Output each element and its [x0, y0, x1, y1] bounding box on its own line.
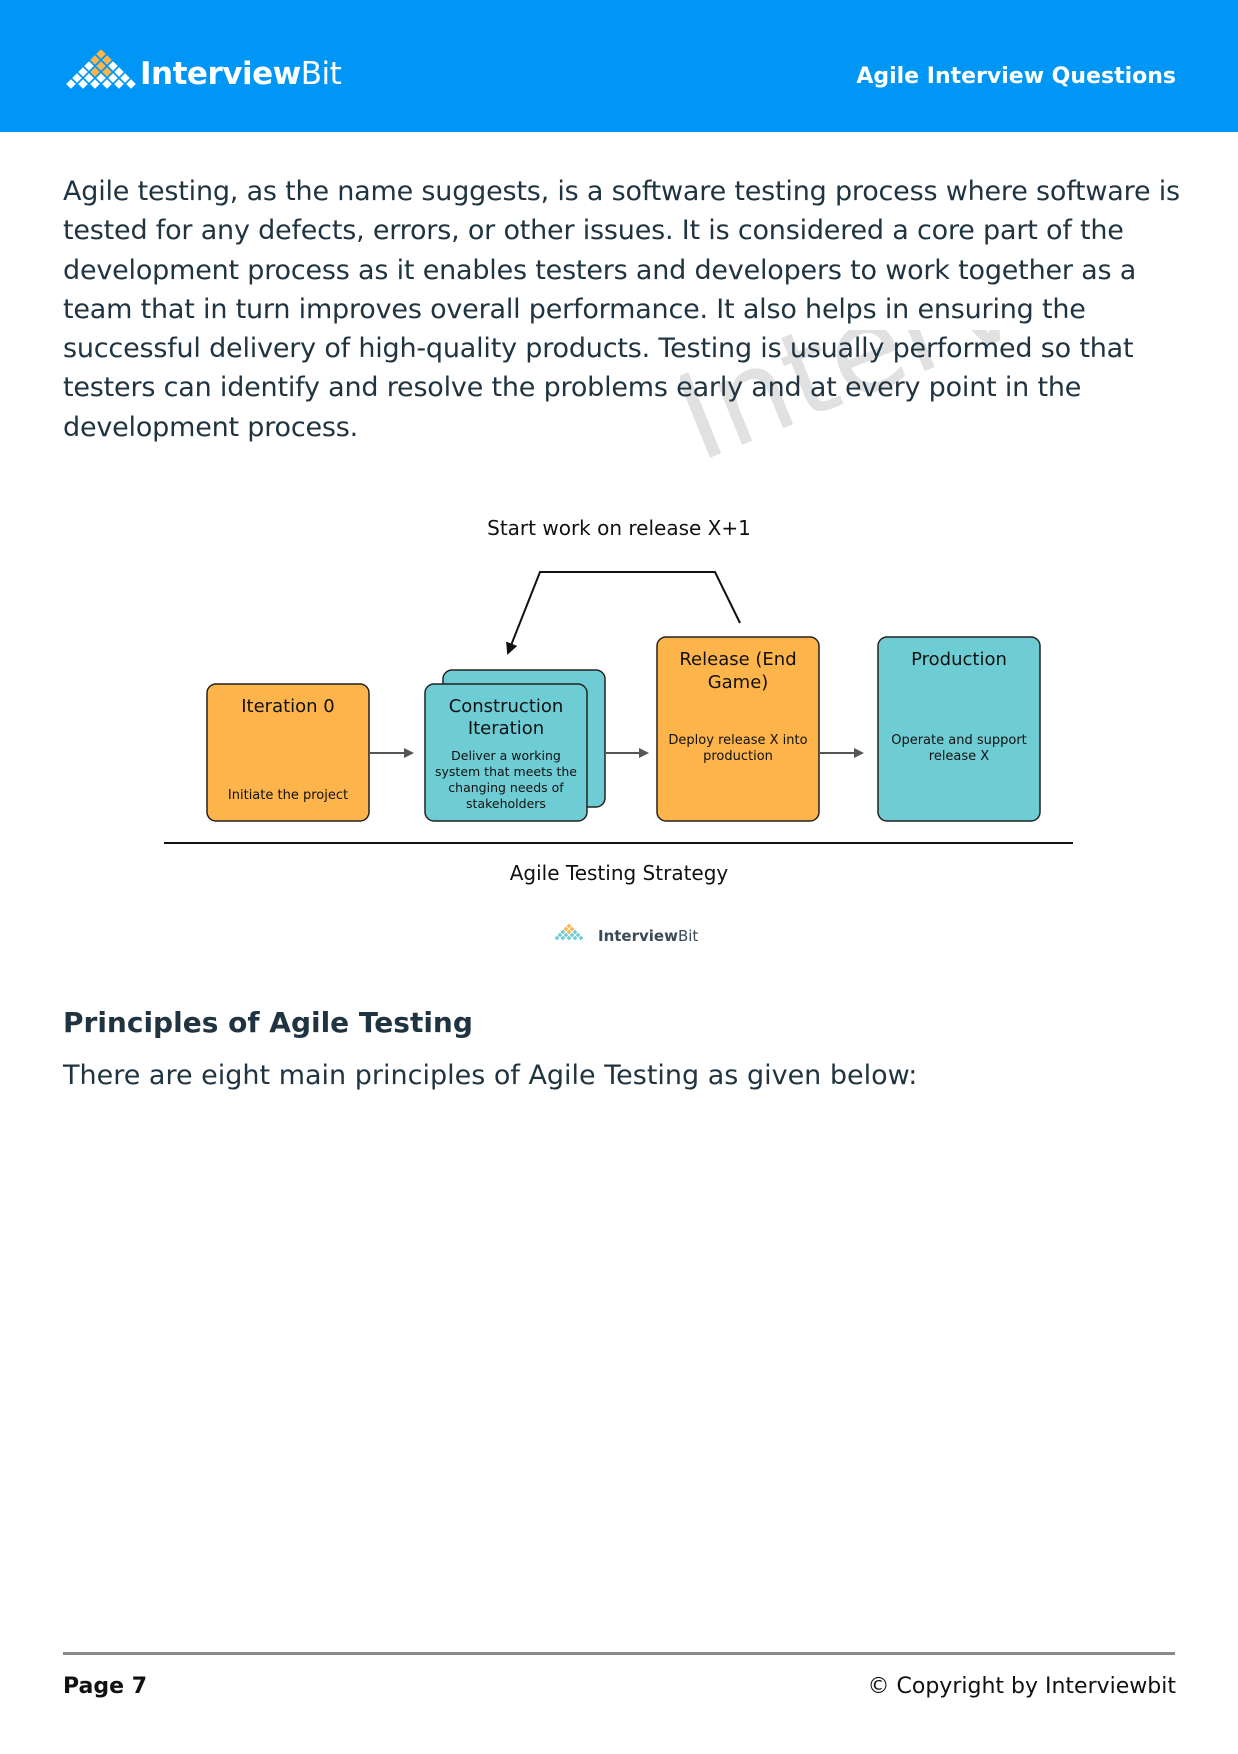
page-number: Page 7	[63, 1674, 148, 1699]
copyright-text: © Copyright by Interviewbit	[867, 1674, 1176, 1699]
loop-label: Start work on release X+1	[487, 516, 751, 540]
logo-wordmark: InterviewBit	[140, 56, 342, 92]
small-logo-text-bold: Interview	[598, 927, 678, 945]
box-description-line-2: release X	[929, 749, 990, 764]
logo-wordmark-light: Bit	[300, 56, 342, 92]
box-description: Deploy release X into	[668, 733, 807, 748]
header-title: Agile Interview Questions	[856, 64, 1176, 89]
small-logo-text-light: Bit	[678, 927, 698, 945]
intro-paragraph: Agile testing, as the name suggests, is …	[63, 176, 1180, 443]
box-title-line-2: Game)	[708, 672, 769, 693]
section-paragraph: There are eight main principles of Agile…	[63, 1060, 918, 1091]
box-title: Construction	[449, 696, 564, 717]
interviewbit-logo[interactable]: InterviewBit	[64, 47, 342, 100]
section-heading: Principles of Agile Testing	[63, 1006, 473, 1039]
diagram-box-release: Release (End Game) Deploy release X into…	[656, 636, 820, 822]
box-description: Deliver a working	[451, 748, 561, 763]
loop-arrow	[506, 571, 741, 655]
agile-testing-diagram: Start work on release X+1 Iteration 0 In…	[164, 516, 1073, 945]
diagram-box-production: Production Operate and support release X	[877, 636, 1041, 822]
logo-wordmark-bold: Interview	[140, 56, 301, 92]
diagram-box-construction-iteration: Construction Iteration Deliver a working…	[424, 669, 606, 822]
diagram-small-logo: InterviewBit	[553, 922, 698, 945]
diagram-box-iteration-0: Iteration 0 Initiate the project	[206, 683, 370, 822]
box-title: Iteration 0	[241, 696, 335, 717]
box-title-line-2: Iteration	[468, 718, 544, 739]
small-logo-text: InterviewBit	[598, 927, 698, 945]
diagram-caption: Agile Testing Strategy	[510, 861, 729, 885]
box-description-line-3: changing needs of	[448, 780, 564, 795]
box-title: Production	[911, 649, 1007, 670]
logo-mark-icon	[64, 47, 138, 91]
box-description: Operate and support	[891, 733, 1027, 748]
box-title: Release (End	[679, 649, 796, 670]
content: Agile testing, as the name suggests, is …	[63, 172, 1183, 447]
page-header: InterviewBit Agile Interview Questions	[0, 0, 1238, 132]
footer-divider	[63, 1652, 1175, 1655]
box-description-line-2: system that meets the	[435, 764, 577, 779]
box-description-line-4: stakeholders	[466, 796, 546, 811]
small-logo-mark-icon	[553, 922, 585, 942]
box-description-line-2: production	[703, 749, 773, 764]
box-description: Initiate the project	[228, 788, 348, 803]
